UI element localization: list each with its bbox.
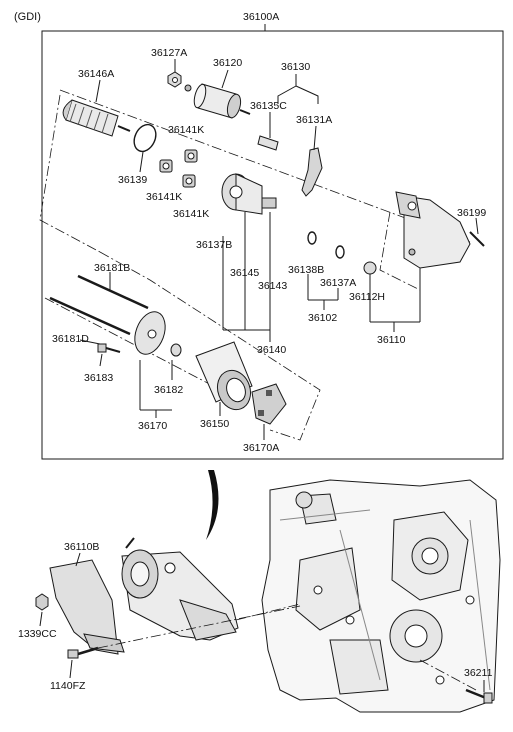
part-label-36143[interactable]: 36143 — [258, 280, 288, 292]
leader-36139 — [139, 151, 144, 173]
screw-36183 — [97, 343, 121, 353]
bushing-36112H — [363, 261, 377, 275]
engine-block — [261, 479, 501, 713]
part-label-36127A[interactable]: 36127A — [151, 47, 188, 59]
seal-ring-36138B — [307, 231, 317, 245]
gear-part-1 — [184, 149, 198, 163]
part-label-36120[interactable]: 36120 — [213, 57, 243, 69]
part-label-36110[interactable]: 36110 — [377, 334, 406, 346]
yoke-part — [195, 341, 253, 411]
part-label-36138B[interactable]: 36138B — [288, 264, 325, 276]
leader-36181D — [79, 339, 101, 345]
axis-line-right — [379, 211, 421, 291]
housing-part — [395, 191, 471, 269]
part-label-36145[interactable]: 36145 — [230, 267, 260, 279]
nut-1339CC — [35, 593, 49, 611]
part-label-36182[interactable]: 36182 — [154, 384, 184, 396]
part-label-1339CC[interactable]: 1339CC — [18, 628, 57, 640]
part-label-36146A[interactable]: 36146A — [78, 68, 115, 80]
part-label-36181D[interactable]: 36181D — [52, 333, 89, 345]
part-label-36130[interactable]: 36130 — [281, 61, 311, 73]
nut-part — [167, 71, 182, 88]
part-label-36131A[interactable]: 36131A — [296, 114, 333, 126]
part-label-36110B[interactable]: 36110B — [64, 541, 100, 553]
mount-line-1 — [235, 603, 301, 621]
starter-motor-part — [121, 537, 239, 641]
part-label-36141K-c[interactable]: 36141K — [173, 208, 210, 220]
part-label-36183[interactable]: 36183 — [84, 372, 114, 384]
part-label-36150[interactable]: 36150 — [200, 418, 230, 430]
end-cover-part — [134, 311, 166, 355]
part-label-36181B[interactable]: 36181B — [94, 262, 131, 274]
brush-holder-part — [251, 383, 287, 425]
solenoid-part — [184, 83, 251, 119]
bolt-36181D — [49, 296, 131, 336]
leader-1339CC — [39, 611, 43, 627]
gear-part-2 — [159, 159, 173, 173]
part-label-36102[interactable]: 36102 — [308, 312, 338, 324]
axis-line-main — [59, 89, 471, 243]
leader-1140FZ — [69, 659, 73, 679]
bushing-36182 — [170, 343, 182, 357]
leader-36110B — [75, 552, 81, 567]
heat-shield-part — [49, 559, 125, 655]
part-label-1140FZ[interactable]: 1140FZ — [50, 680, 86, 692]
part-label-36137A[interactable]: 36137A — [320, 277, 357, 289]
leader-36130-b — [295, 85, 319, 104]
variant-label: (GDI) — [14, 11, 41, 23]
bolt-36181B — [77, 274, 149, 310]
armature-part — [62, 99, 131, 137]
ring-part — [133, 123, 157, 153]
leader-36183 — [99, 353, 103, 367]
part-label-36170A[interactable]: 36170A — [243, 442, 280, 454]
part-label-36100A[interactable]: 36100A — [243, 11, 280, 23]
leader-36146A — [95, 79, 101, 103]
axis-line-lower — [99, 251, 321, 441]
part-label-36112H[interactable]: 36112H — [349, 291, 386, 303]
leader-36130 — [277, 74, 297, 104]
bolt-1140FZ — [67, 646, 99, 659]
part-label-36170[interactable]: 36170 — [138, 420, 168, 432]
assembly-frame — [41, 30, 504, 460]
mount-line-3 — [419, 659, 477, 691]
planetary-part — [221, 173, 277, 215]
lever-part — [301, 147, 323, 197]
part-label-36211[interactable]: 36211 — [464, 667, 493, 679]
part-label-36139[interactable]: 36139 — [118, 174, 148, 186]
seal-ring-36137A — [335, 245, 345, 259]
bolt-36211 — [465, 688, 493, 704]
screw-36199 — [469, 231, 485, 247]
leader-36120 — [221, 69, 229, 89]
plunger-part — [257, 135, 279, 151]
mount-line-2 — [97, 605, 301, 649]
part-label-36140[interactable]: 36140 — [257, 344, 287, 356]
part-label-36135C[interactable]: 36135C — [250, 100, 287, 112]
leader-36199 — [475, 217, 479, 235]
gear-part-3 — [182, 174, 196, 188]
part-label-36141K-a[interactable]: 36141K — [168, 124, 205, 136]
part-label-36141K-b[interactable]: 36141K — [146, 191, 183, 203]
part-label-36137B[interactable]: 36137B — [196, 239, 233, 251]
leader-36131A — [313, 125, 317, 151]
axis-line-left — [39, 94, 101, 253]
arrow-down — [206, 470, 219, 540]
part-label-36199[interactable]: 36199 — [457, 207, 487, 219]
